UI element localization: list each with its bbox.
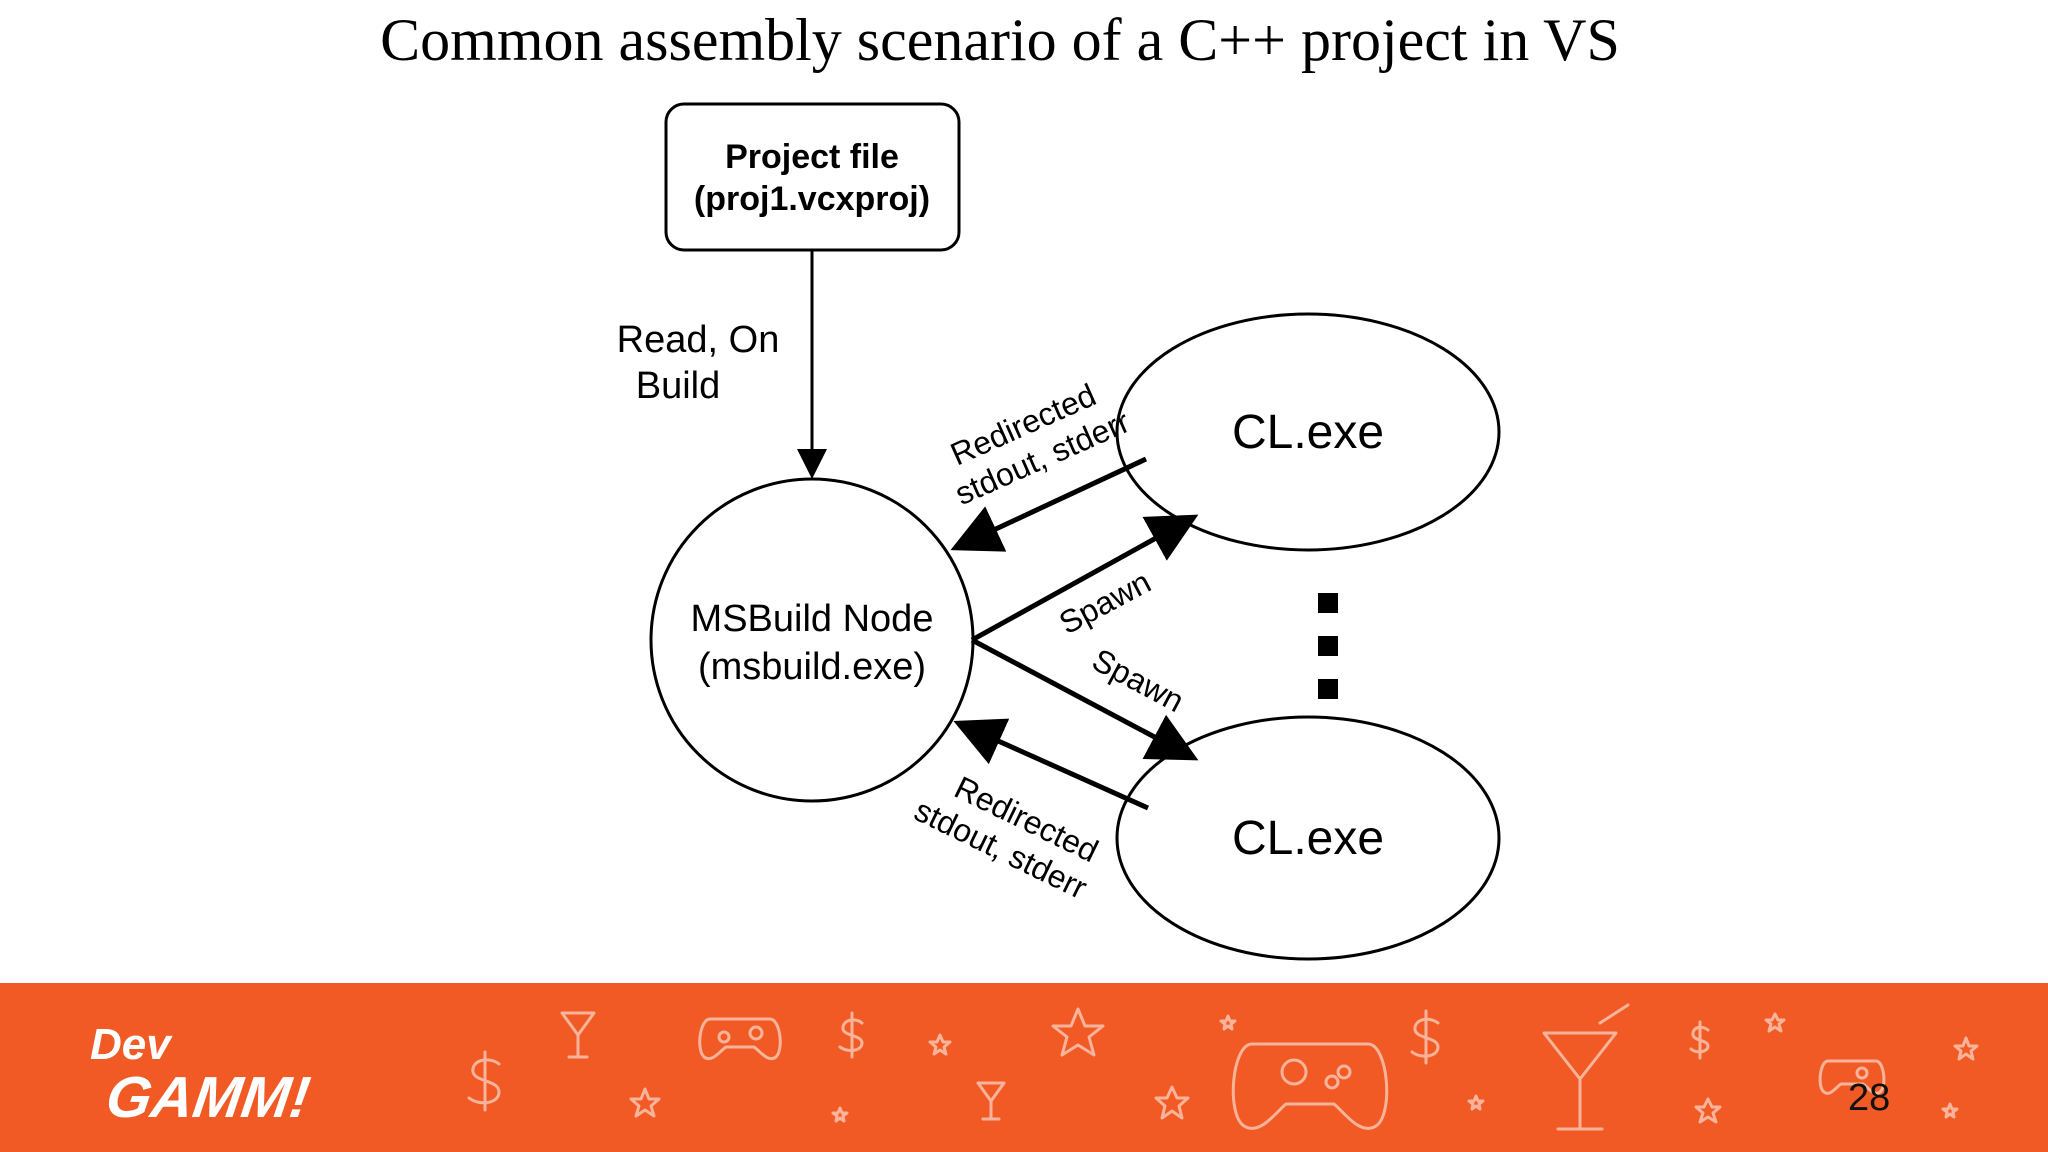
spawn-top-arrow <box>970 514 1199 643</box>
devgamm-logo: Dev GAMM! <box>90 1020 314 1127</box>
read-on-build-label-line2: Build <box>636 365 721 407</box>
cocktail-icon <box>560 1011 596 1059</box>
star-icon <box>928 1033 952 1056</box>
page-number: 28 <box>1848 1077 1891 1119</box>
dollar-icon <box>838 1011 864 1059</box>
gamepad-icon <box>1231 1042 1389 1130</box>
project-file-node: Project file (proj1.vcxproj) <box>664 102 961 252</box>
gamepad-icon <box>1818 1059 1886 1095</box>
star-icon <box>1219 1014 1237 1031</box>
star-icon <box>629 1087 661 1118</box>
cocktail-icon <box>976 1081 1006 1121</box>
cl-exe-bottom-label: CL.exe <box>1232 812 1384 865</box>
footer-banner <box>0 983 2048 1152</box>
redirected-top-arrow <box>950 456 1148 552</box>
star-icon <box>1764 1012 1786 1033</box>
redirected-top-label: Redirected stdout, stderr <box>945 377 1135 512</box>
svg-text:GAMM!: GAMM! <box>102 1065 314 1127</box>
star-icon <box>1154 1085 1190 1120</box>
dollar-icon <box>467 1050 501 1112</box>
star-icon <box>1051 1007 1105 1057</box>
msbuild-label: MSBuild Node <box>691 598 934 640</box>
svg-text:Dev: Dev <box>90 1020 173 1069</box>
star-icon <box>1467 1094 1485 1111</box>
dollar-icon <box>1689 1020 1710 1060</box>
dollar-icon <box>1410 1009 1440 1065</box>
project-file-filename: (proj1.vcxproj) <box>694 180 930 218</box>
spawn-bottom-arrow <box>970 637 1199 761</box>
cl-exe-bottom-node: CL.exe <box>1115 715 1501 961</box>
star-icon <box>1953 1036 1979 1061</box>
star-icon <box>831 1106 849 1123</box>
msbuild-node: MSBuild Node (msbuild.exe) <box>649 477 975 803</box>
svg-text:Spawn: Spawn <box>1053 563 1156 641</box>
footer-decor <box>467 1003 1979 1131</box>
msbuild-exe-label: (msbuild.exe) <box>698 646 926 688</box>
gamepad-icon <box>698 1017 782 1061</box>
cocktail-icon <box>1542 1003 1630 1131</box>
project-file-label: Project file <box>725 138 899 176</box>
cl-exe-top-label: CL.exe <box>1232 406 1384 459</box>
cl-exe-top-node: CL.exe <box>1115 312 1501 552</box>
redirected-bottom-arrow <box>953 718 1150 811</box>
build-diagram: Project file (proj1.vcxproj) Read, On Bu… <box>617 102 1501 961</box>
ellipsis-dots <box>1318 593 1338 699</box>
read-on-build-label: Read, On <box>617 319 780 361</box>
slide-title: Common assembly scenario of a C++ projec… <box>380 7 1620 73</box>
star-icon <box>1694 1097 1722 1124</box>
star-icon <box>1941 1102 1959 1119</box>
spawn-top-label: Spawn <box>1053 563 1156 641</box>
